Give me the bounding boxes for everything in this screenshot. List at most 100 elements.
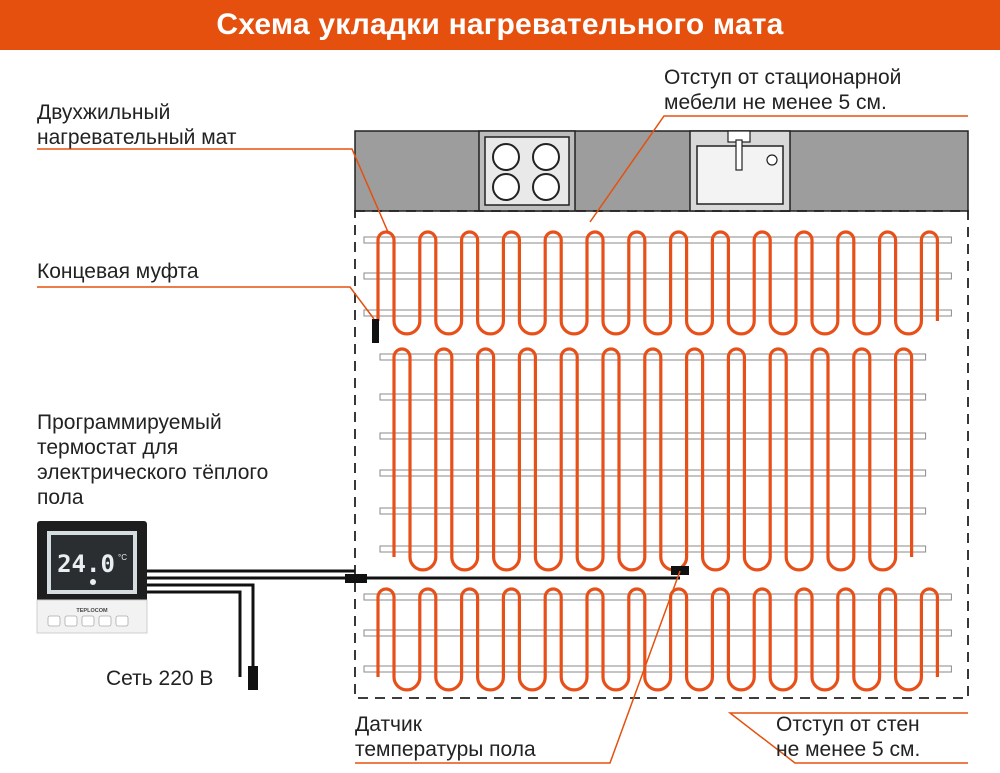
- heating-cable-bend: [768, 320, 798, 336]
- thermostat-label-line3: электрического тёплого: [37, 461, 269, 484]
- mat-mesh-strip: [363, 309, 952, 317]
- heating-cable-bend: [643, 320, 673, 336]
- thermostat-brand: TEPLOCOM: [76, 608, 108, 614]
- heating-cable-loop: [460, 587, 480, 677]
- heating-cable-bend: [559, 676, 589, 692]
- cold-lead-connector: [345, 574, 367, 583]
- walls-offset-label: Отступ от стен не менее 5 см.: [776, 712, 920, 762]
- heating-cable-bend: [852, 320, 882, 336]
- mat-label: Двухжильный нагревательный мат: [37, 100, 237, 150]
- heating-cable-loop: [392, 347, 412, 557]
- mat-mesh-strip: [363, 593, 952, 601]
- thermostat-label: Программируемый термостат для электричес…: [37, 410, 268, 510]
- mat-mesh-strip: [379, 545, 927, 553]
- callout-lines: [37, 115, 968, 764]
- heating-cable-bend: [517, 320, 547, 336]
- mat-mesh-strip: [379, 353, 927, 361]
- mat-mesh-strip: [379, 432, 927, 440]
- heating-cable-bend: [392, 676, 422, 692]
- thermostat-buttons: [47, 615, 129, 627]
- thermostat-label-line1: Программируемый: [37, 411, 222, 434]
- heating-cable-bend: [742, 556, 772, 572]
- heating-cable-loop: [752, 587, 772, 677]
- page-title: Схема укладки нагревательного мата: [216, 8, 784, 41]
- mat-mesh-strip: [379, 507, 927, 515]
- heating-cable-loop: [768, 347, 788, 557]
- heating-cable-loop: [919, 587, 939, 677]
- furniture-offset-label: Отступ от стационарной мебели не менее 5…: [664, 65, 901, 115]
- heating-cable-bend: [601, 676, 631, 692]
- sensor-label-line2: температуры пола: [355, 738, 536, 761]
- heating-cable-bend: [434, 676, 464, 692]
- mat-mesh-strip: [379, 393, 927, 401]
- heating-cable-loop: [919, 230, 939, 321]
- heating-cable-loop: [601, 347, 621, 557]
- heating-cable-bend: [726, 320, 756, 336]
- thermostat-display: 24.0: [57, 550, 115, 578]
- heating-cable-bend: [575, 556, 605, 572]
- sensor-label-line1: Датчик: [355, 713, 422, 736]
- heating-cable-loop: [501, 230, 521, 321]
- coupling-leader: [37, 286, 375, 320]
- heating-cable-loop: [376, 587, 396, 677]
- thermostat-label-line2: термостат для: [37, 436, 179, 459]
- heating-cable-loop: [794, 230, 814, 321]
- cooktop-icon: [478, 130, 576, 212]
- heating-cable-loop: [752, 230, 772, 321]
- mat-label-line1: Двухжильный: [37, 101, 171, 124]
- heating-cable-loop: [894, 347, 914, 557]
- mains-label: Сеть 220 В: [106, 666, 213, 691]
- heating-cable-loop: [794, 587, 814, 677]
- heating-cable-loop: [710, 230, 730, 321]
- heating-cable-loop: [559, 347, 579, 557]
- heating-cable-bend: [726, 676, 756, 692]
- sensor-label: Датчик температуры пола: [355, 712, 536, 762]
- mat-label-line2: нагревательный мат: [37, 126, 237, 149]
- heating-cable-loop: [878, 587, 898, 677]
- coupling-label: Концевая муфта: [37, 259, 199, 284]
- furniture-offset-line1: Отступ от стационарной: [664, 66, 902, 89]
- heating-cable-loop: [517, 347, 537, 557]
- heating-cable-bend: [784, 556, 814, 572]
- heating-cable-loop: [460, 230, 480, 321]
- heating-cable-bend: [601, 320, 631, 336]
- heating-cable-loop: [376, 230, 396, 321]
- heating-cable-bend: [852, 676, 882, 692]
- furniture-offset-line2: мебели не менее 5 см.: [664, 91, 887, 114]
- heating-cable-bend: [701, 556, 730, 572]
- sink-icon: [689, 130, 791, 212]
- heating-cable-bend: [685, 320, 714, 336]
- heating-cable-loop: [476, 347, 496, 557]
- heating-cable-bend: [810, 320, 840, 336]
- heating-cable-loop: [643, 347, 663, 557]
- heating-cable-bend: [476, 676, 505, 692]
- heating-cable-loop: [418, 587, 438, 677]
- heating-cable-loop: [434, 347, 454, 557]
- heating-cable-bend: [517, 676, 547, 692]
- heating-cable-loop: [585, 587, 605, 677]
- heating-cable-loop: [726, 347, 746, 557]
- heating-cable-bend: [894, 676, 923, 692]
- heating-cable-bend: [810, 676, 840, 692]
- heating-cable-loop: [836, 230, 856, 321]
- sensor-leader: [355, 570, 681, 764]
- heating-cable-loop: [836, 587, 856, 677]
- heating-cable-bend: [768, 676, 798, 692]
- heating-cable-bend: [450, 556, 480, 572]
- floor-sensor-icon: [671, 566, 689, 575]
- mat-mesh-strip: [363, 665, 952, 673]
- heating-cable-loop: [627, 587, 647, 677]
- mains-label-text: Сеть 220 В: [106, 667, 214, 690]
- end-coupling-icon: [372, 319, 379, 343]
- heating-cable-loop: [501, 587, 521, 677]
- thermostat-device: 24.0 °C TEPLOCOM: [36, 521, 148, 634]
- heating-cable-bend: [617, 556, 647, 572]
- heating-cable-bend: [392, 320, 422, 336]
- mat-leader: [37, 148, 389, 233]
- mains-plug-icon: [248, 666, 258, 690]
- heating-cable-bend: [868, 556, 898, 572]
- title-banner: Схема укладки нагревательного мата: [0, 0, 1000, 50]
- heating-cable-loop: [810, 347, 830, 557]
- mat-mesh-strip: [363, 272, 952, 280]
